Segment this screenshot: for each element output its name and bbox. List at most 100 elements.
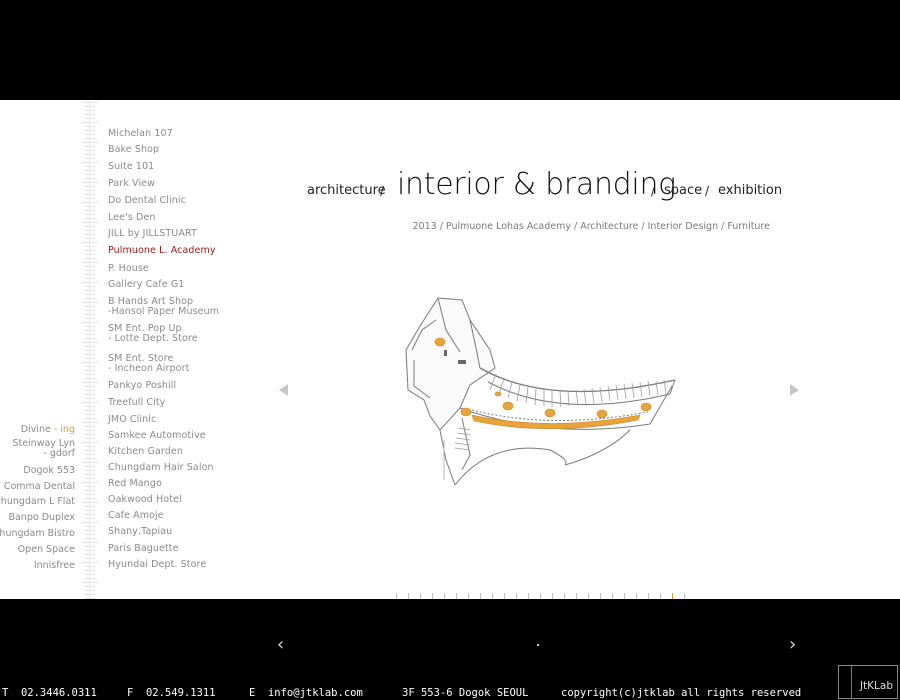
- ruler-tick: [85, 186, 95, 187]
- project-item[interactable]: P. House: [108, 263, 149, 274]
- project-item[interactable]: SM Ent. Store - Incheon Airport: [108, 353, 190, 374]
- project-item[interactable]: Treefull City: [108, 397, 166, 408]
- ruler-tick: [85, 298, 95, 299]
- project-item[interactable]: Shany,Tapiau: [108, 526, 173, 537]
- timeline-tick[interactable]: [396, 593, 397, 599]
- ruler-tick: [85, 374, 95, 375]
- project-item[interactable]: Suite 101: [108, 161, 155, 172]
- ruler-tick: [85, 274, 95, 275]
- ongoing-item[interactable]: Chungdam L Flat: [0, 496, 75, 507]
- image-timeline: [396, 593, 686, 599]
- project-item[interactable]: Gallery Cafe G1: [108, 279, 185, 290]
- ruler-tick: [85, 394, 95, 395]
- pager-dot[interactable]: [537, 644, 539, 646]
- ruler-tick: [85, 594, 95, 595]
- footer-address: 3F 553-6 Dogok SEOUL: [402, 687, 529, 699]
- ruler-tick: [85, 310, 95, 311]
- ongoing-item[interactable]: Comma Dental: [3, 481, 75, 492]
- ongoing-item[interactable]: Chungdam Bistro: [0, 528, 75, 539]
- timeline-tick[interactable]: [504, 593, 505, 599]
- timeline-tick[interactable]: [588, 593, 589, 599]
- nav-exhibition[interactable]: exhibition: [718, 183, 783, 198]
- project-item[interactable]: JMO Clinic: [108, 414, 157, 425]
- ruler-tick: [85, 230, 95, 231]
- timeline-tick[interactable]: [672, 593, 673, 599]
- timeline-tick[interactable]: [660, 593, 661, 599]
- project-item[interactable]: Samkee Automotive: [108, 430, 206, 441]
- timeline-tick[interactable]: [576, 593, 577, 599]
- ruler-tick: [85, 470, 95, 471]
- project-item[interactable]: Pankyo Poshill: [108, 380, 177, 391]
- timeline-tick[interactable]: [516, 593, 517, 599]
- project-item[interactable]: Bake Shop: [108, 144, 160, 155]
- ruler-tick: [85, 334, 95, 335]
- timeline-tick[interactable]: [456, 593, 457, 599]
- ruler-tick: [85, 238, 95, 239]
- timeline-tick[interactable]: [600, 593, 601, 599]
- timeline-tick[interactable]: [432, 593, 433, 599]
- project-item[interactable]: Park View: [108, 178, 155, 189]
- nav-space[interactable]: space: [664, 183, 703, 198]
- pager-prev-button[interactable]: ‹: [277, 634, 285, 655]
- project-item[interactable]: JILL by JILLSTUART: [108, 228, 197, 239]
- timeline-tick[interactable]: [408, 593, 409, 599]
- project-item[interactable]: Lee's Den: [108, 212, 156, 223]
- ruler-tick: [85, 598, 95, 599]
- ruler-tick: [85, 106, 95, 107]
- jtklab-logo[interactable]: JtKLab: [838, 665, 898, 699]
- timeline-tick[interactable]: [480, 593, 481, 599]
- next-image-arrow-icon[interactable]: [790, 384, 799, 396]
- project-item[interactable]: Oakwood Hotel: [108, 494, 182, 505]
- ruler-tick: [85, 498, 95, 499]
- project-item[interactable]: B Hands Art Shop -Hansol Paper Museum: [108, 296, 220, 317]
- bottom-black-bar: ‹ › T 02.3446.0311 F 02.549.1311 E info@…: [0, 599, 900, 700]
- ruler-tick: [85, 398, 95, 399]
- timeline-tick[interactable]: [552, 593, 553, 599]
- timeline-tick[interactable]: [468, 593, 469, 599]
- ruler-tick: [85, 518, 95, 519]
- timeline-tick[interactable]: [444, 593, 445, 599]
- project-item[interactable]: Cafe Amoje: [108, 510, 164, 521]
- ruler-tick: [85, 586, 95, 587]
- project-item[interactable]: Kitchen Garden: [108, 446, 183, 457]
- nav-architecture[interactable]: architecture: [307, 183, 386, 198]
- project-item[interactable]: SM Ent. Pop Up - Lotte Dept. Store: [108, 323, 198, 344]
- project-item[interactable]: Chungdam Hair Salon: [108, 462, 214, 473]
- ruler-tick: [82, 462, 98, 463]
- timeline-tick[interactable]: [612, 593, 613, 599]
- timeline-tick[interactable]: [684, 593, 685, 599]
- footer-email[interactable]: E info@jtklab.com: [249, 687, 363, 699]
- ruler-tick: [82, 182, 98, 183]
- ongoing-item[interactable]: Innisfree: [33, 560, 75, 571]
- ongoing-item[interactable]: Steinway Lyn - gdorf: [12, 438, 75, 459]
- ruler-tick: [85, 558, 95, 559]
- project-item-active[interactable]: Pulmuone L. Academy: [108, 245, 216, 256]
- timeline-tick[interactable]: [540, 593, 541, 599]
- ongoing-item[interactable]: Open Space: [17, 544, 75, 555]
- ruler-tick: [85, 506, 95, 507]
- ruler-tick: [85, 246, 95, 247]
- project-item[interactable]: Paris Baguette: [108, 543, 179, 554]
- ruler-tick: [85, 138, 95, 139]
- timeline-tick[interactable]: [528, 593, 529, 599]
- logo-text: JtKLab: [859, 680, 893, 692]
- ruler-tick: [85, 406, 95, 407]
- timeline-tick[interactable]: [624, 593, 625, 599]
- prev-image-arrow-icon[interactable]: [279, 384, 288, 396]
- nav-interior-branding[interactable]: interior & branding: [397, 167, 676, 202]
- timeline-tick[interactable]: [636, 593, 637, 599]
- project-item[interactable]: Red Mango: [108, 478, 162, 489]
- project-item[interactable]: Do Dental Clinic: [108, 195, 186, 206]
- top-black-bar: [0, 0, 900, 100]
- ongoing-item[interactable]: Dogok 553: [23, 465, 75, 476]
- timeline-tick[interactable]: [420, 593, 421, 599]
- project-item[interactable]: Michelan 107: [108, 128, 173, 139]
- project-item[interactable]: Hyundai Dept. Store: [108, 559, 207, 570]
- timeline-tick[interactable]: [492, 593, 493, 599]
- timeline-tick[interactable]: [648, 593, 649, 599]
- ruler-tick: [85, 466, 95, 467]
- ongoing-title-text: Divine: [20, 424, 51, 435]
- pager-next-button[interactable]: ›: [789, 634, 797, 655]
- ongoing-item[interactable]: Banpo Duplex: [8, 512, 75, 523]
- timeline-tick[interactable]: [564, 593, 565, 599]
